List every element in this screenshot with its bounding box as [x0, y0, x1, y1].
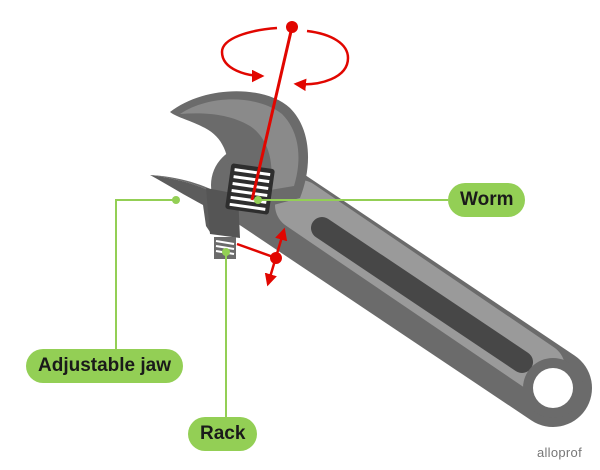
adjustable-jaw-label: Adjustable jaw [26, 349, 184, 383]
rack [214, 237, 236, 259]
leader-worm [254, 196, 448, 204]
translation-indicator [236, 227, 288, 287]
worm [225, 163, 275, 215]
worm-label: Worm [448, 183, 526, 217]
rack-label: Rack [188, 417, 258, 451]
circular-arrow-icon [293, 29, 350, 92]
brand-logo: alloprof [536, 445, 582, 460]
leader-rack [222, 248, 230, 417]
circular-arrow-icon [220, 26, 278, 83]
rotation-axis-indicator [220, 21, 350, 201]
double-arrow-icon [264, 227, 288, 287]
leader-adjustable-jaw [115, 196, 180, 350]
wrench-handle [211, 146, 592, 427]
hang-hole [533, 368, 573, 408]
